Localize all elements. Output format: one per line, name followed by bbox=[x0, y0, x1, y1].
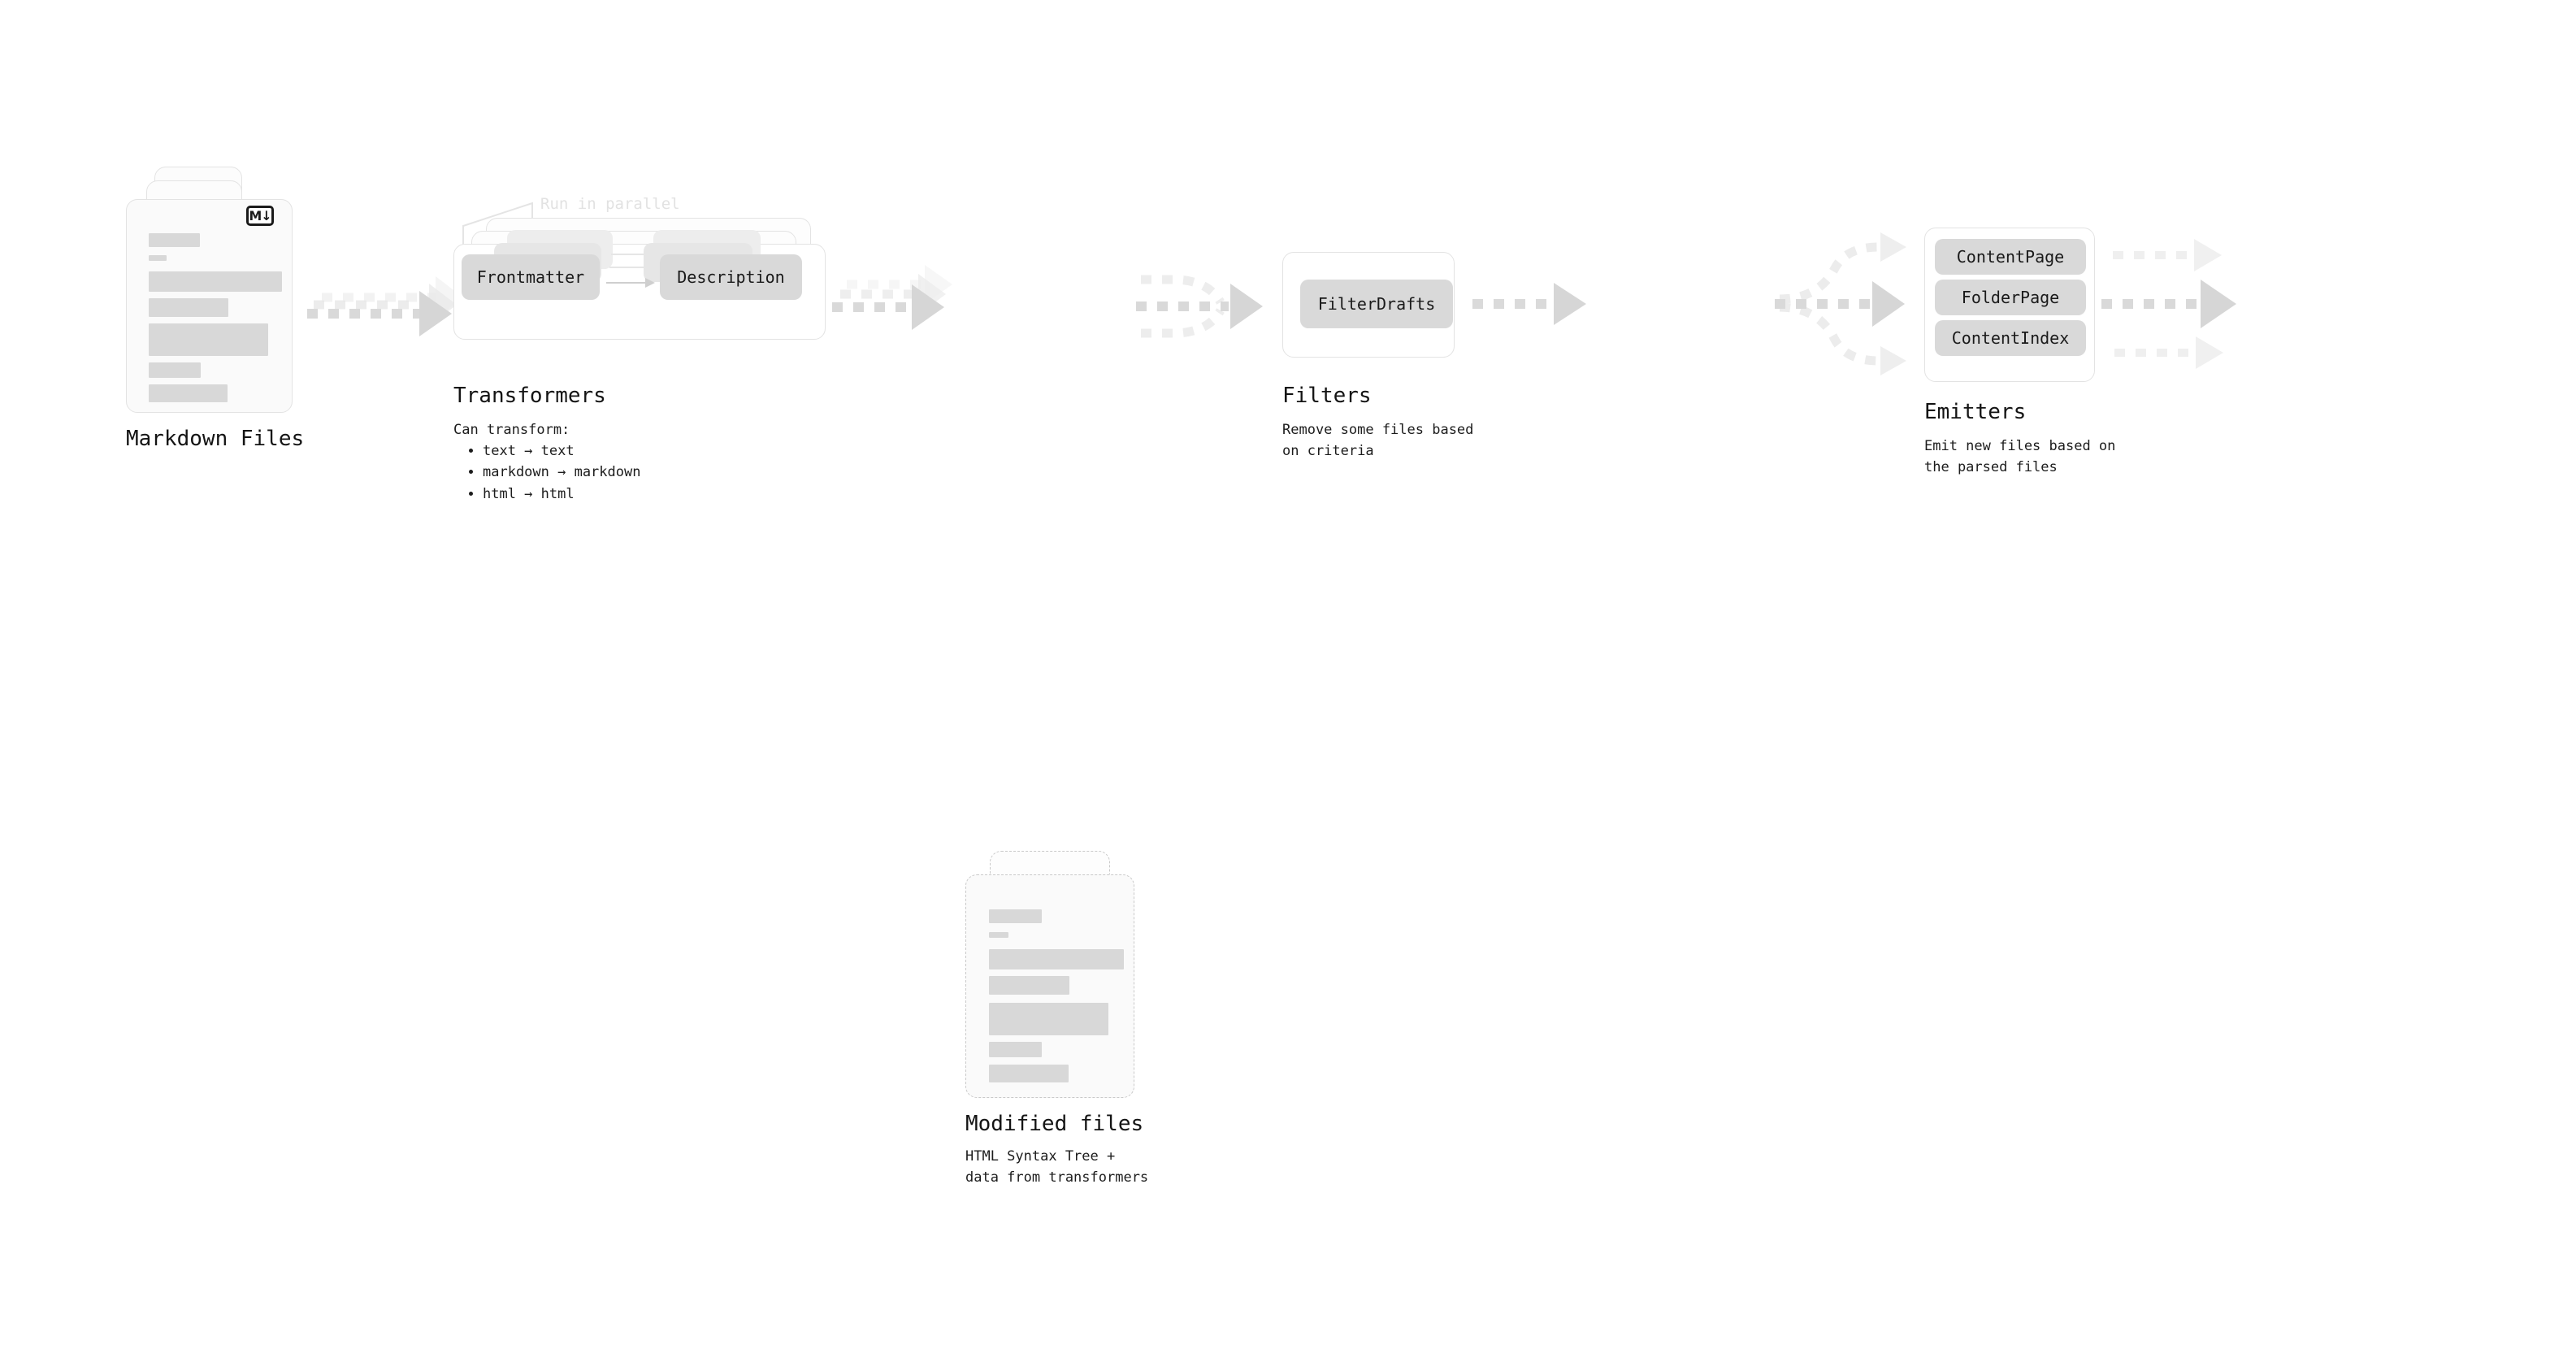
arrow-transformers-to-modified bbox=[847, 265, 952, 304]
emitter-node-label: ContentPage bbox=[1956, 247, 2065, 267]
markdown-icon: M↓ bbox=[246, 206, 274, 226]
transformer-inner-arrows bbox=[606, 250, 655, 288]
stage-transformers-description: Can transform: bbox=[453, 422, 570, 438]
parallel-label: Run in parallel bbox=[540, 195, 680, 213]
transformers-bullet-list: text → text markdown → markdown html → h… bbox=[468, 440, 640, 505]
parallel-bracket bbox=[462, 202, 533, 250]
stage-filters-title: Filters bbox=[1282, 384, 1372, 408]
transformers-bullet-item: html → html bbox=[483, 484, 640, 505]
emitter-node-folderpage[interactable]: FolderPage bbox=[1935, 280, 2086, 315]
stage-modified-title: Modified files bbox=[965, 1112, 1144, 1136]
stage-filters: FilterDrafts Filters Remove some files b… bbox=[1260, 0, 1585, 681]
markdown-badge-label: M↓ bbox=[249, 207, 271, 223]
stage-emitters-title: Emitters bbox=[1924, 400, 2027, 424]
emitter-node-label: FolderPage bbox=[1961, 288, 2060, 307]
markdown-icon-back bbox=[244, 171, 271, 192]
transformer-node-label: Frontmatter bbox=[476, 267, 585, 287]
transformer-node-frontmatter[interactable]: Frontmatter bbox=[462, 254, 600, 300]
stage-modified-description: HTML Syntax Tree + data from transformer… bbox=[965, 1148, 1149, 1186]
stage-emitters: ContentPage FolderPage ContentIndex Emit… bbox=[1902, 0, 2243, 681]
modified-file-card-front bbox=[965, 874, 1134, 1098]
arrow-markdown-to-transformers bbox=[314, 284, 457, 326]
emitter-node-contentpage[interactable]: ContentPage bbox=[1935, 239, 2086, 275]
transformer-node-label: Description bbox=[677, 267, 785, 287]
filter-node-filterdrafts[interactable]: FilterDrafts bbox=[1300, 280, 1453, 328]
markdown-file-card-front bbox=[126, 199, 293, 413]
stage-emitters-description: Emit new files based on the parsed files bbox=[1924, 438, 2116, 476]
transformer-node-description[interactable]: Description bbox=[660, 254, 802, 300]
arrow-modified-to-filters bbox=[1136, 275, 1263, 338]
filter-node-label: FilterDrafts bbox=[1317, 294, 1436, 314]
stage-filters-description: Remove some files based on criteria bbox=[1282, 422, 1474, 460]
stage-transformers-title: Transformers bbox=[453, 384, 606, 408]
emitter-node-contentindex[interactable]: ContentIndex bbox=[1935, 320, 2086, 356]
emitter-node-label: ContentIndex bbox=[1951, 328, 2070, 348]
stage-modified-files: Modified files HTML Syntax Tree + data f… bbox=[943, 681, 1284, 1362]
stage-markdown-files: M↓ Markdown Files bbox=[0, 0, 325, 681]
stage-transformers: Run in parallel Frontmatter Description … bbox=[439, 0, 861, 681]
arrow-markdown-to-transformers bbox=[307, 291, 452, 336]
stage-markdown-title: Markdown Files bbox=[126, 427, 305, 451]
transformers-bullet-item: markdown → markdown bbox=[483, 462, 640, 483]
arrow-filtered-to-emitters bbox=[1775, 232, 1906, 375]
transformers-bullet-item: text → text bbox=[483, 440, 640, 462]
